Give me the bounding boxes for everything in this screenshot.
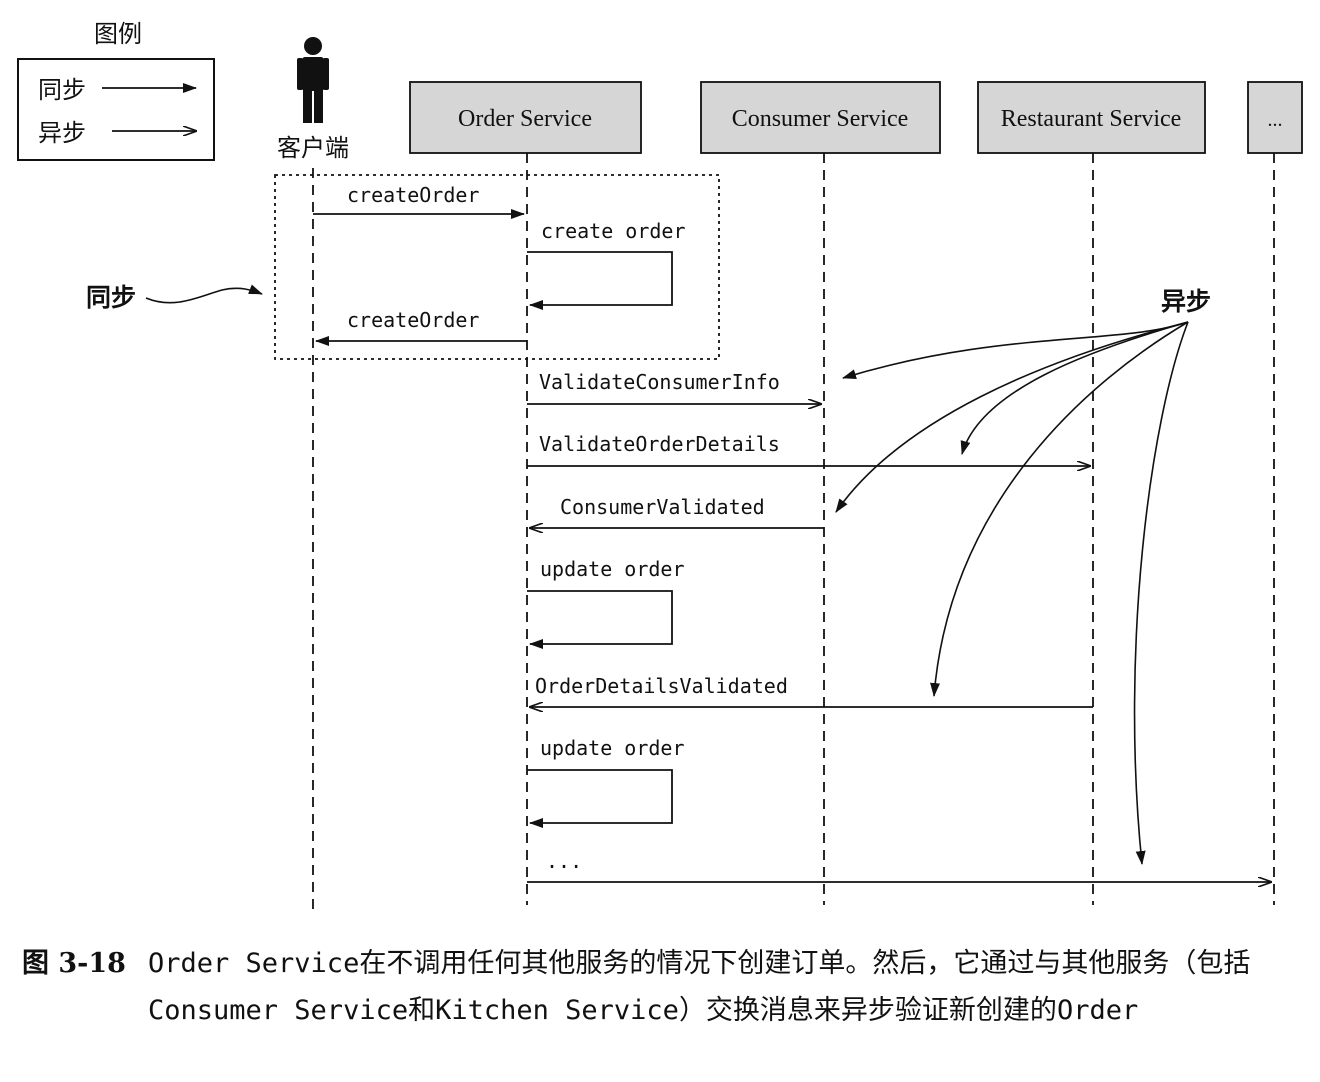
msg-update-order-self-1 — [527, 590, 673, 649]
msg-label-validate-consumer-info: ValidateConsumerInfo — [539, 370, 780, 394]
person-icon — [297, 37, 329, 123]
legend-title: 图例 — [94, 20, 142, 48]
msg-label-create-order-self: create order — [541, 219, 686, 243]
service-box-order: Order Service — [409, 81, 642, 154]
figure-caption: 图 3-18 Order Service在不调用任何其他服务的情况下创建订单。然… — [22, 940, 1307, 1034]
service-label-other: ... — [1268, 109, 1283, 131]
caption-part-6: ）交换消息来异步验证新创建的 — [678, 995, 1057, 1026]
client-label: 客户端 — [277, 134, 349, 162]
legend-sync-label: 同步 — [38, 76, 86, 104]
service-label-restaurant: Restaurant Service — [1001, 106, 1182, 132]
caption-part-1: Order Service — [148, 948, 360, 979]
sequence-diagram: 图例 同步 异步 客户端 Order Service Consumer Serv… — [17, 20, 1303, 910]
service-box-restaurant: Restaurant Service — [977, 81, 1206, 154]
msg-label-order-details-validated: OrderDetailsValidated — [535, 674, 788, 698]
caption-number: 图 3-18 — [22, 948, 126, 979]
sync-region — [274, 174, 720, 360]
msg-label-ellipsis: ... — [546, 849, 582, 873]
caption-part-2: 在不调用任何其他服务的情况下创建订单。然后，它通过与其他服务（包括 — [359, 948, 1251, 979]
msg-update-order-self-2 — [527, 769, 673, 828]
caption-part-4: 和 — [408, 995, 436, 1026]
msg-label-consumer-validated: ConsumerValidated — [560, 495, 765, 519]
msg-label-update-order-2: update order — [540, 736, 685, 760]
async-callout-arrows — [835, 321, 1189, 865]
msg-label-validate-order-details: ValidateOrderDetails — [539, 432, 780, 456]
sync-callout-label: 同步 — [86, 283, 136, 312]
caption-part-7: Order — [1056, 995, 1139, 1026]
service-box-other: ... — [1247, 81, 1303, 154]
legend-async-label: 异步 — [38, 119, 86, 147]
async-callout-label: 异步 — [1161, 287, 1211, 316]
caption-part-5: Kitchen Service — [435, 995, 679, 1026]
sync-callout-arrow — [145, 284, 263, 304]
service-box-consumer: Consumer Service — [700, 81, 941, 154]
msg-label-create-order-reply: createOrder — [347, 308, 479, 332]
service-label-consumer: Consumer Service — [732, 106, 909, 132]
msg-label-update-order-1: update order — [540, 557, 685, 581]
service-label-order: Order Service — [458, 106, 592, 132]
msg-create-order-self-1 — [527, 251, 673, 310]
msg-label-create-order-request: createOrder — [347, 183, 479, 207]
caption-part-3: Consumer Service — [148, 995, 409, 1026]
legend-box — [17, 58, 215, 161]
